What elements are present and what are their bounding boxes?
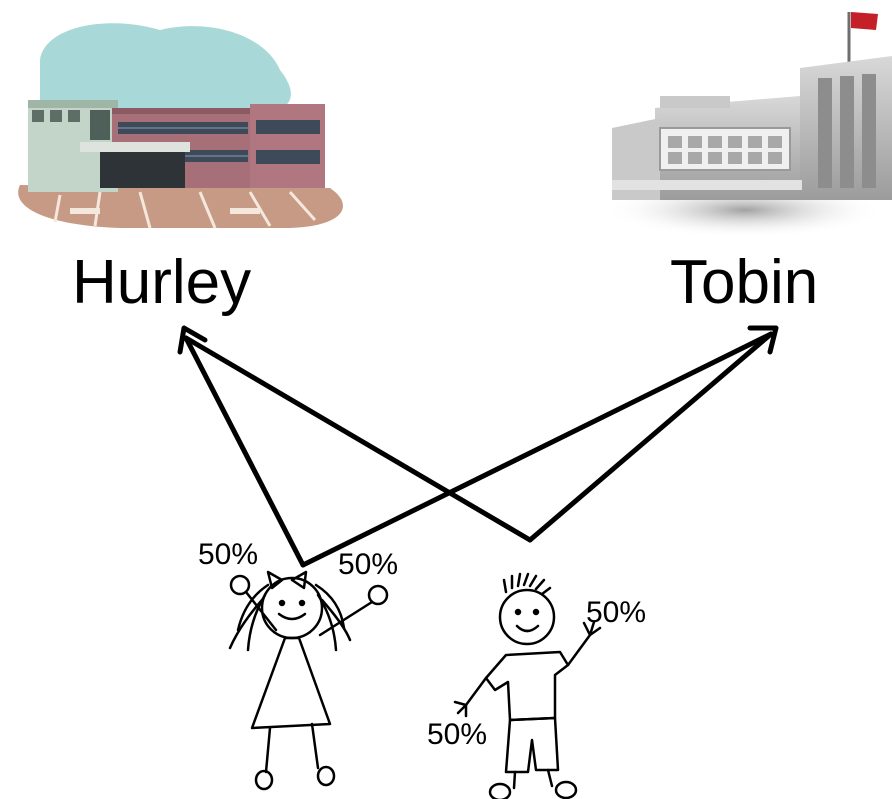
arrow-boy-to-hurley: [183, 335, 533, 543]
arrow-boy-to-tobin: [527, 331, 774, 543]
arrow-girl-to-tobin: [300, 331, 774, 568]
girl-stick-figure-icon: [228, 570, 389, 791]
arrowhead-tobin: [747, 325, 779, 355]
school-building-icon: [18, 23, 343, 229]
boy-probability-lower: 50%: [427, 718, 488, 751]
boy-probability-upper: 50%: [586, 596, 647, 629]
school-label-tobin: Tobin: [670, 248, 819, 317]
school-label-hurley: Hurley: [72, 248, 252, 317]
arrow-girl-to-hurley: [183, 335, 306, 568]
school-building-flag-icon: [605, 12, 892, 238]
boy-stick-figure-icon: [453, 572, 602, 799]
girl-probability-tobin: 50%: [338, 548, 399, 581]
girl-probability-hurley: 50%: [198, 538, 259, 571]
arrowhead-hurley-1: [177, 325, 208, 355]
arrows: [177, 325, 779, 568]
